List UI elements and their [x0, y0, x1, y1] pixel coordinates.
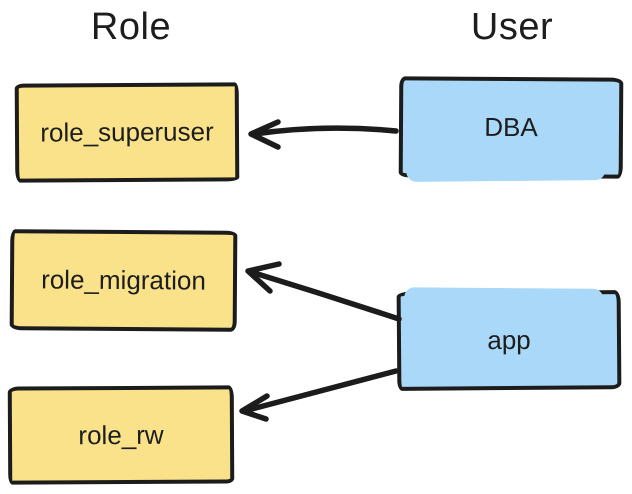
column-header-user: User [470, 6, 554, 48]
role-node-migration-label: role_migration [41, 264, 206, 296]
role-node-rw[interactable]: role_rw [7, 385, 235, 485]
arrowhead-app-to-role-migration [245, 261, 282, 294]
arrow-dba-to-role-superuser [251, 125, 399, 137]
role-node-superuser-label: role_superuser [40, 116, 214, 148]
user-node-dba-label: DBA [484, 111, 538, 143]
role-node-migration[interactable]: role_migration [9, 229, 238, 332]
user-node-app-label: app [487, 324, 531, 356]
column-header-role: Role [90, 6, 172, 48]
role-node-superuser[interactable]: role_superuser [14, 82, 240, 183]
user-node-dba[interactable]: DBA [398, 76, 624, 179]
user-node-app[interactable]: app [396, 290, 622, 391]
arrowhead-app-to-role-rw [239, 393, 270, 422]
role-node-rw-label: role_rw [78, 419, 164, 450]
arrow-app-to-role-migration [248, 269, 402, 322]
arrowhead-dba-to-role-superuser [248, 119, 281, 150]
arrow-app-to-role-rw [245, 368, 399, 413]
